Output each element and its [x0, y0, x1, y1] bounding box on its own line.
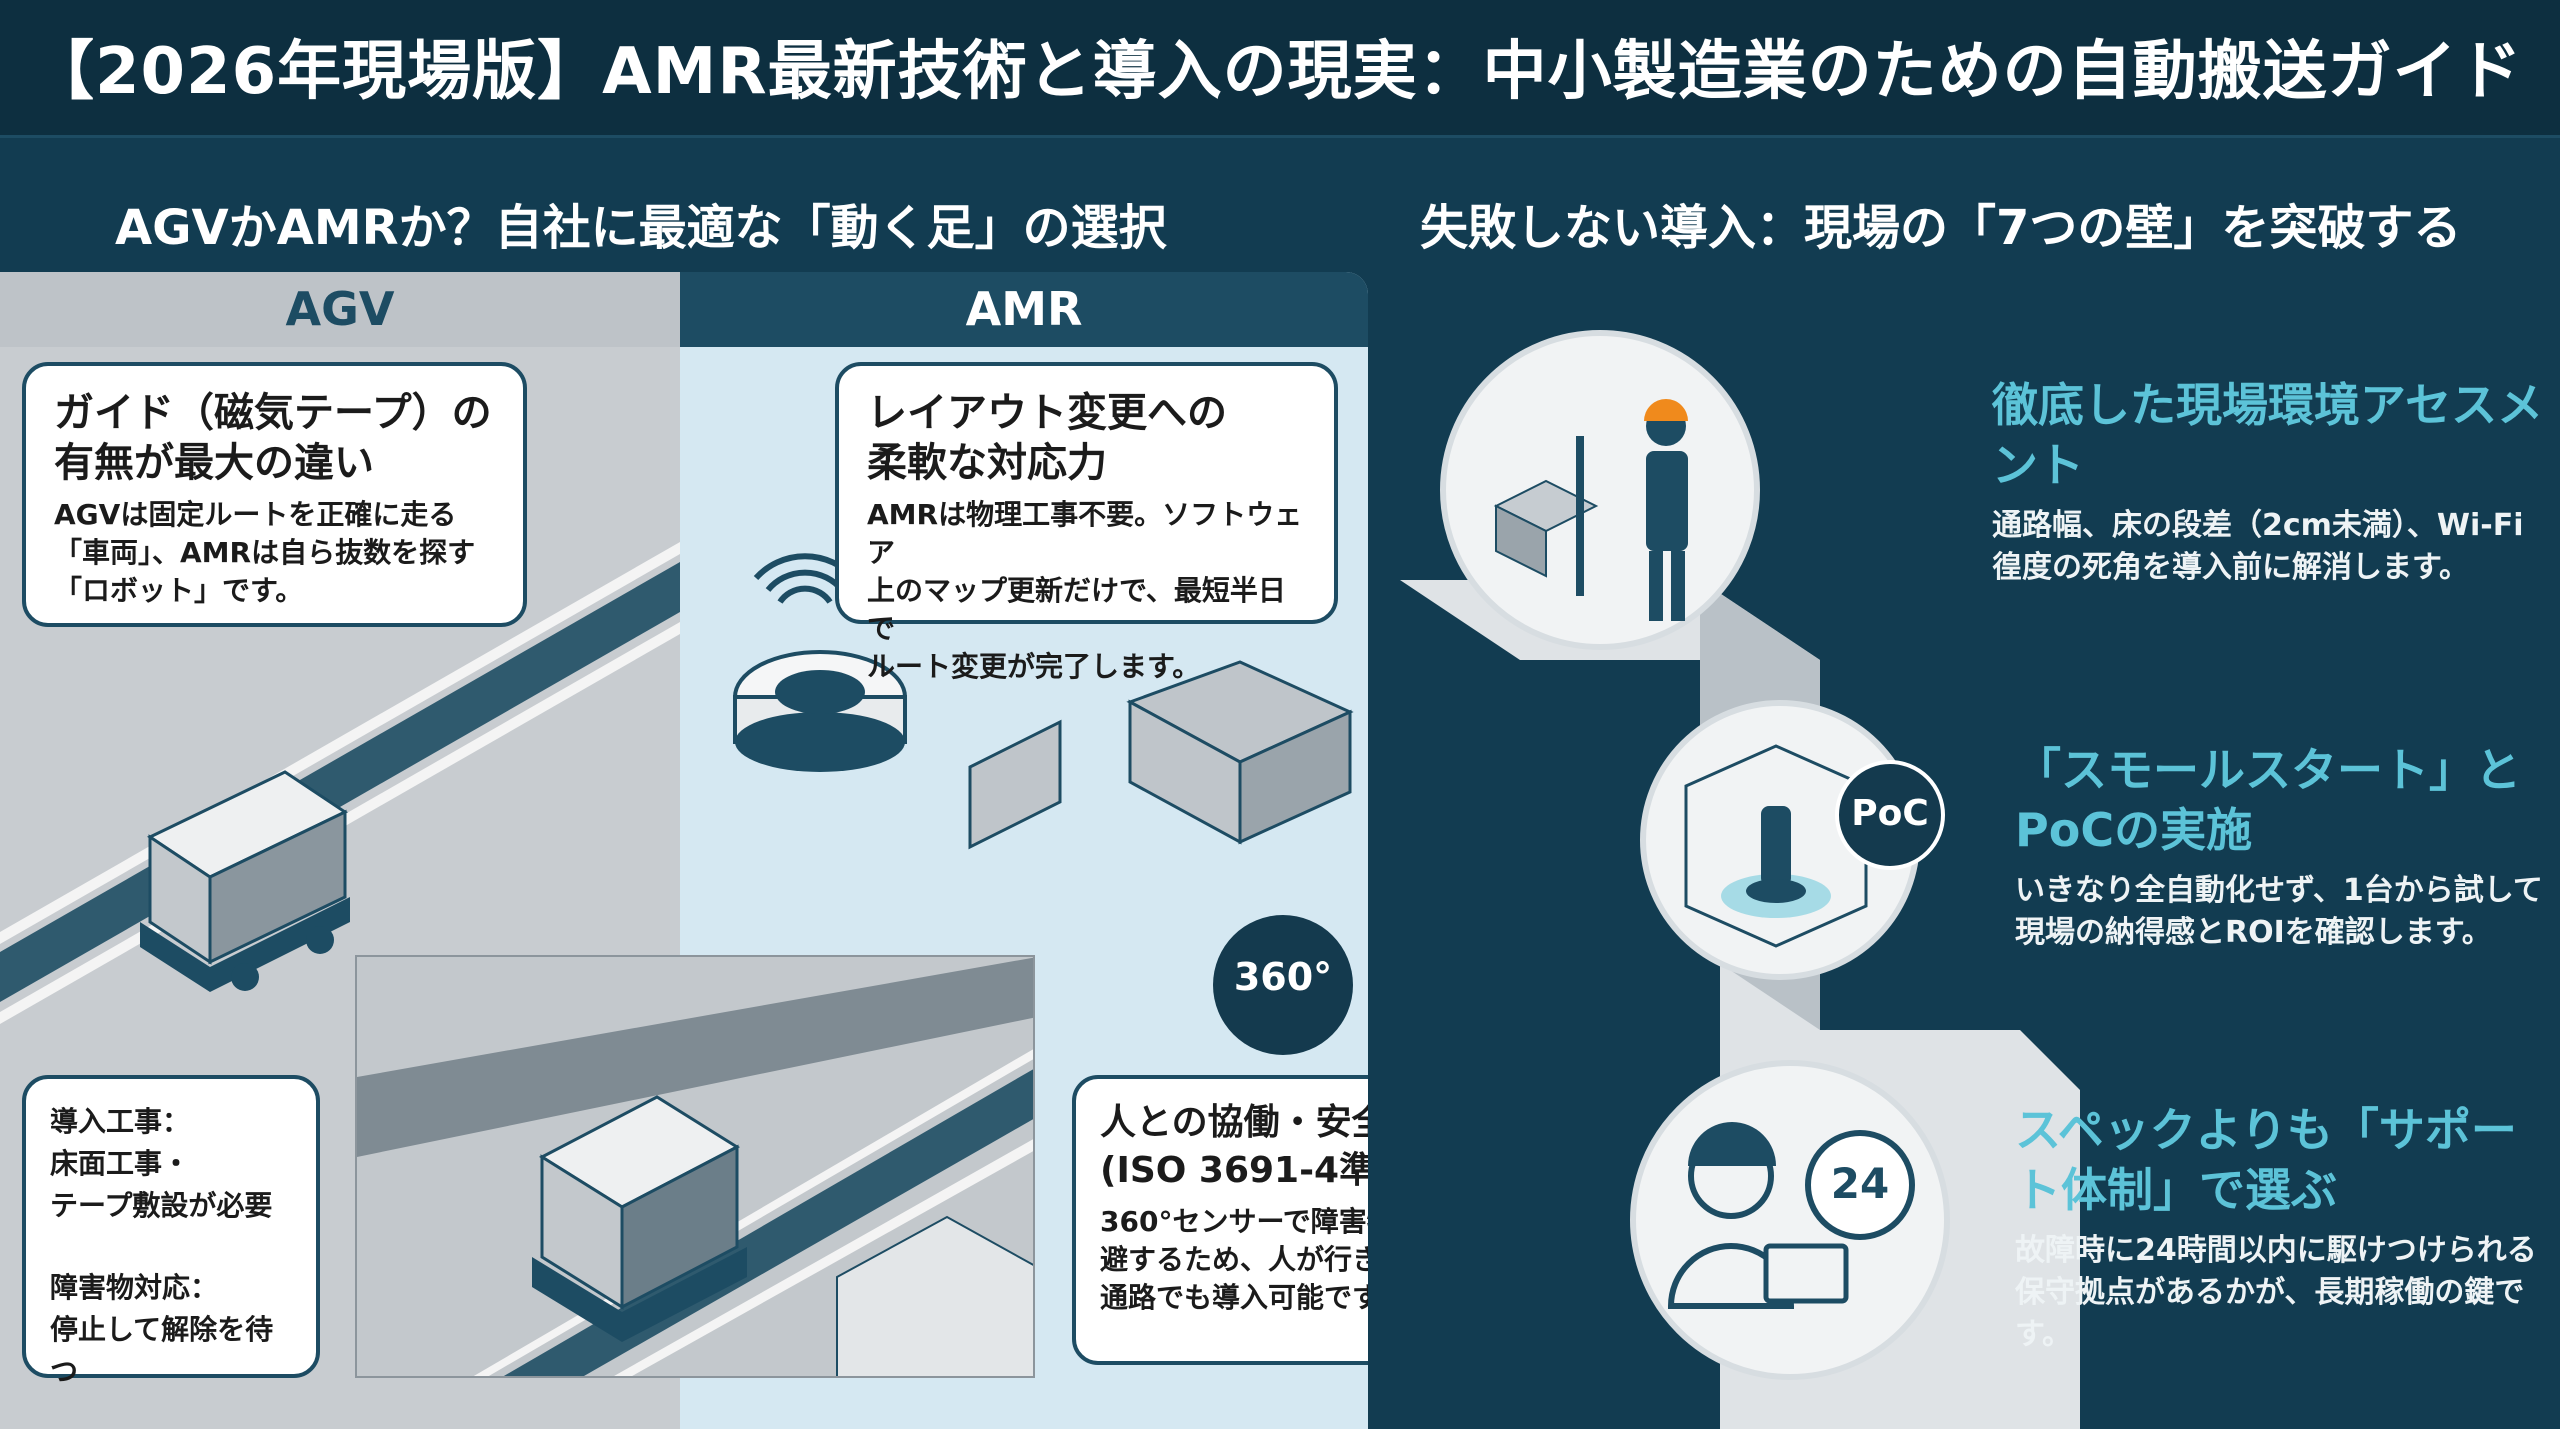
agv-cart-icon [140, 770, 350, 992]
note-text: 導入工事： [50, 1105, 191, 1138]
note-text: テープ敷設が必要 [50, 1189, 273, 1222]
page-title: 【2026年現場版】AMR最新技術と導入の現実：中小製造業のための自動搬送ガイド [30, 35, 2523, 109]
bubble-text: 避するため、人が行き交う狭い [1100, 1243, 1368, 1276]
bubble-title: 柔軟な対応力 [867, 440, 1107, 486]
bubble-title: レイアウト変更への [867, 390, 1227, 436]
step-support: スペックよりも「サポート体制」で選ぶ 故障時に24時間以内に駆けつけられる保守拠… [2015, 1100, 2560, 1356]
bubble-text: AMRは物理工事不要。ソフトウェア [867, 498, 1303, 569]
bubble-text: ルート変更が完了します。 [867, 650, 1201, 683]
worker-inspection-icon [1493, 399, 1688, 621]
amr-robot-icon [733, 650, 907, 772]
amr-header: AMR [680, 272, 1368, 347]
step-title: アセスメント [1992, 378, 2544, 492]
bubble-text: 上のマップ更新だけで、最短半日で [867, 574, 1286, 645]
step-title: 徹底した現場環境 [1992, 378, 2360, 432]
agv-track-illustration [0, 542, 680, 1024]
agv-difference-bubble: ガイド（磁気テープ）の有無が最大の違い AGVは固定ルートを正確に走る「車両」、… [22, 362, 527, 627]
pallet-boxes-icon [968, 660, 1354, 850]
bubble-text: 「ロボット」です。 [54, 574, 304, 607]
agv-amr-comparison-panel: AGV AMR ガイド（磁気テープ）の有無が最大の違い AGVは固定ルートを正確… [0, 272, 1368, 1429]
badge-text: 360° [1233, 955, 1333, 999]
step-small-start: 「スモールスタート」と PoCの実施 いきなり全自動化せず、1台から試して現場の納… [2015, 740, 2560, 954]
amr-flexibility-bubble: レイアウト変更への柔軟な対応力 AMRは物理工事不要。ソフトウェア上のマップ更新… [835, 362, 1338, 683]
safety-bubble: 人との協働・安全性の確保 (ISO 3691-4準拠) 360°センサーで障害物を… [1072, 1075, 1368, 1365]
poc-badge: PoC [1835, 760, 1945, 870]
bubble-text: AGVは固定ルートを正確に走る [54, 498, 457, 531]
step-assessment: 徹底した現場環境アセスメント 通路幅、床の段差（2cm未満）、Wi-Fi 徨度の死… [1992, 375, 2552, 589]
amr-illustration [733, 553, 1354, 850]
agv-cart-icon [532, 1095, 747, 1342]
step-text: 徨度の死角を導入前に解消します。 [1992, 550, 2469, 585]
bubble-title: (ISO 3691-4準拠) [1100, 1150, 1368, 1191]
agv-header: AGV [0, 272, 680, 347]
step-title: 「スモールスタート」と [2015, 743, 2521, 797]
left-section-heading: AGVかAMRか？自社に最適な「動く足」の選択 [115, 200, 1167, 256]
note-text: 床面工事・ [50, 1147, 191, 1180]
step-title: 「サポート体制」で選ぶ [2015, 1103, 2517, 1217]
note-text: 障害物対応： [50, 1271, 219, 1304]
bubble-title: 人との協働・安全性の確保 [1100, 1102, 1368, 1143]
title-bar: 【2026年現場版】AMR最新技術と導入の現実：中小製造業のための自動搬送ガイド [0, 0, 2560, 138]
agv-notes-bubble: 導入工事： 床面工事・テープ敷設が必要 障害物対応： 停止して解除を待つ [22, 1075, 320, 1388]
step-title: PoCの実施 [2015, 803, 2253, 857]
step1-illustration [1440, 330, 1760, 650]
bubble-text: 通路でも導入可能です。 [1100, 1281, 1368, 1314]
support-operator-icon [1667, 1122, 1849, 1309]
step-text: 保守拠点があるかが、長期稼働の鍵 [2015, 1275, 2495, 1310]
sensor-360-badge: 360° [1213, 915, 1353, 1055]
poc-robot-icon [1684, 744, 1868, 948]
step-text: 故障時に24時間以内に駆けつけられる [2015, 1233, 2537, 1268]
step-text: です。 [2015, 1275, 2525, 1352]
step-title: スペックよりも [2015, 1103, 2333, 1157]
bubble-text: 360°センサーで障害物を自動回 [1100, 1205, 1368, 1238]
bubble-title: ガイド（磁気テープ）の [54, 390, 492, 436]
right-section-heading: 失敗しない導入：現場の「7つの壁」を突破する [1420, 200, 2462, 256]
step-text: 通路幅、床の段差（2cm未満）、Wi-Fi [1992, 508, 2524, 543]
24-hour-clock-icon: 24 [1805, 1130, 1915, 1240]
step-text: いきなり全自動化せず、1台から試して [2015, 873, 2543, 908]
agv-inset-illustration [355, 955, 1035, 1378]
bubble-text: 「車両」、AMRは自ら抜数を探す [54, 536, 476, 569]
badge-text: PoC [1851, 793, 1929, 834]
note-text: 停止して解除を待つ [50, 1313, 274, 1388]
step-text: 現場の納得感とROIを確認します。 [2015, 915, 2492, 950]
badge-text: 24 [1830, 1159, 1890, 1208]
bubble-title: 有無が最大の違い [54, 440, 374, 486]
